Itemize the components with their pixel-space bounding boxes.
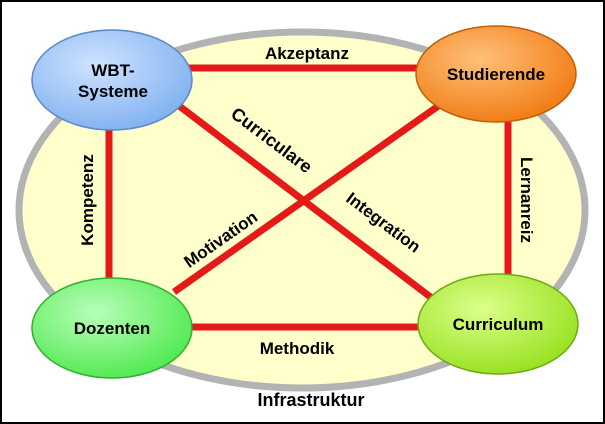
label-infrastruktur: Infrastruktur <box>257 390 364 410</box>
node-curriculum: Curriculum <box>417 273 579 375</box>
node-curriculum-label: Curriculum <box>453 315 544 334</box>
node-studierende-label: Studierende <box>447 65 545 84</box>
node-dozenten-label: Dozenten <box>74 319 151 338</box>
node-wbt-shape <box>31 29 193 131</box>
edge-motivation <box>171 99 447 295</box>
node-wbt-systeme: WBT- Systeme <box>31 29 193 131</box>
label-methodik: Methodik <box>260 339 335 358</box>
node-studierende-shape <box>415 25 577 123</box>
node-dozenten: Dozenten <box>31 277 193 379</box>
node-curriculum-shape <box>417 273 579 375</box>
label-kompetenz: Kompetenz <box>78 154 97 246</box>
node-studierende: Studierende <box>415 25 577 123</box>
node-wbt-label-line1: WBT- <box>91 61 134 80</box>
label-akzeptanz: Akzeptanz <box>265 44 349 63</box>
label-lernanreiz: Lernanreiz <box>517 157 536 243</box>
edges <box>105 64 512 331</box>
node-dozenten-shape <box>31 277 193 379</box>
node-wbt-label-line2: Systeme <box>78 82 148 101</box>
